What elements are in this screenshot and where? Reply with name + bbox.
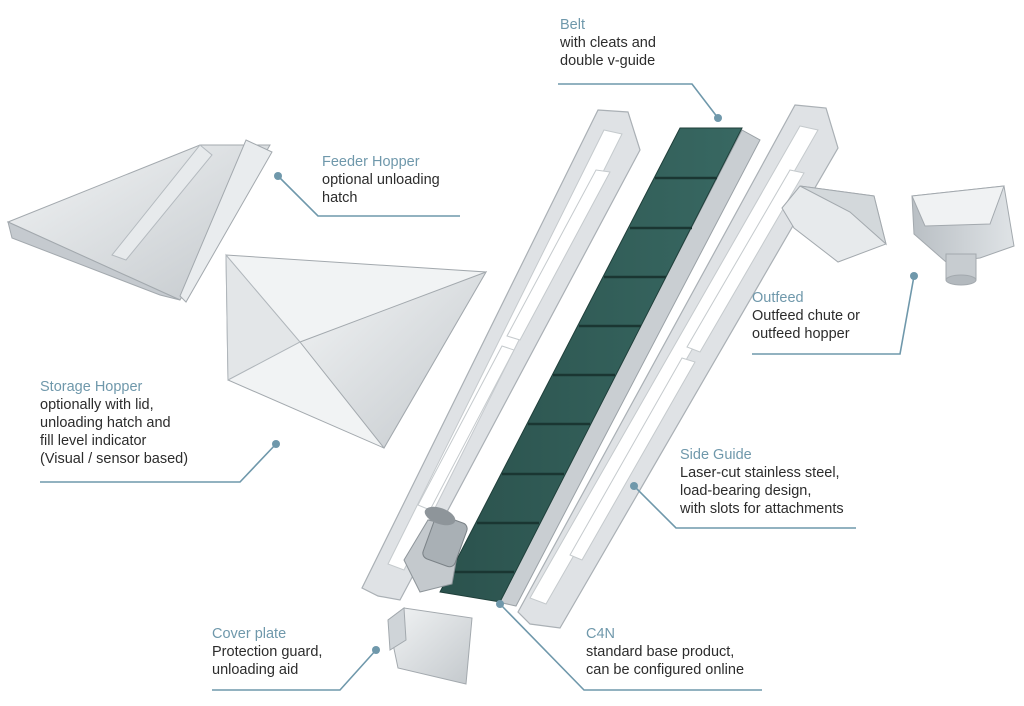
- right-side-guide: [517, 104, 839, 629]
- callout-line: load-bearing design,: [680, 483, 812, 499]
- callout-line: fill level indicator: [40, 433, 147, 449]
- outfeed-leader-line: [752, 275, 915, 355]
- cover-leader-dot: [372, 646, 380, 654]
- callout-line: can be configured online: [586, 662, 745, 678]
- feeder-hopper: [6, 139, 273, 303]
- cover-plate: [387, 607, 473, 685]
- callout-outfeed: Outfeed Outfeed chute or outfeed hopper: [752, 289, 860, 343]
- outfeed-leader-dot: [910, 272, 918, 280]
- outfeed-chute: [781, 185, 887, 263]
- feeder-leader-line: [277, 175, 460, 217]
- feeder-leader-dot: [274, 172, 282, 180]
- callout-line: unloading hatch and: [40, 415, 171, 431]
- callout-title: Cover plate: [212, 626, 287, 642]
- conveyor-belt: [439, 127, 761, 607]
- callout-line: standard base product,: [586, 644, 735, 660]
- callout-line: outfeed hopper: [752, 326, 850, 342]
- callout-belt: Belt with cleats and double v-guide: [560, 16, 656, 70]
- callout-title: Storage Hopper: [40, 379, 143, 395]
- callout-cover-plate: Cover plate Protection guard, unloading …: [212, 625, 322, 679]
- callout-storage-hopper: Storage Hopper optionally with lid, unlo…: [40, 378, 188, 468]
- left-side-guide: [361, 109, 641, 601]
- callout-line: double v-guide: [560, 53, 656, 69]
- callout-line: optional unloading: [322, 172, 440, 188]
- callout-line: (Visual / sensor based): [40, 451, 189, 467]
- callout-line: Protection guard,: [212, 644, 323, 660]
- callout-feeder-hopper: Feeder Hopper optional unloading hatch: [322, 153, 440, 207]
- callout-title: C4N: [586, 626, 616, 642]
- callout-line: with cleats and: [560, 35, 656, 51]
- c4n-leader-dot: [496, 600, 504, 608]
- drive-motor: [403, 506, 468, 593]
- storage-hopper: [225, 253, 488, 449]
- callout-line: Laser-cut stainless steel,: [680, 465, 840, 481]
- cover-leader-line: [212, 649, 377, 691]
- callout-line: unloading aid: [212, 662, 299, 678]
- belt-leader-line: [558, 83, 719, 119]
- storage-leader-line: [40, 443, 277, 483]
- callout-title: Outfeed: [752, 290, 804, 306]
- side-guide-leader-line: [633, 485, 856, 529]
- c4n-leader-line: [499, 603, 762, 691]
- callout-side-guide: Side Guide Laser-cut stainless steel, lo…: [680, 446, 844, 518]
- callout-title: Belt: [560, 17, 585, 33]
- callout-line: Outfeed chute or: [752, 308, 861, 324]
- side-guide-leader-dot: [630, 482, 638, 490]
- outfeed-hopper: [911, 185, 1015, 286]
- callout-line: optionally with lid,: [40, 397, 154, 413]
- callout-c4n: C4N standard base product, can be config…: [586, 625, 744, 679]
- callout-line: hatch: [322, 190, 358, 206]
- callout-line: with slots for attachments: [680, 501, 844, 517]
- storage-leader-dot: [272, 440, 280, 448]
- callout-title: Side Guide: [680, 447, 752, 463]
- callout-title: Feeder Hopper: [322, 154, 420, 170]
- belt-leader-dot: [714, 114, 722, 122]
